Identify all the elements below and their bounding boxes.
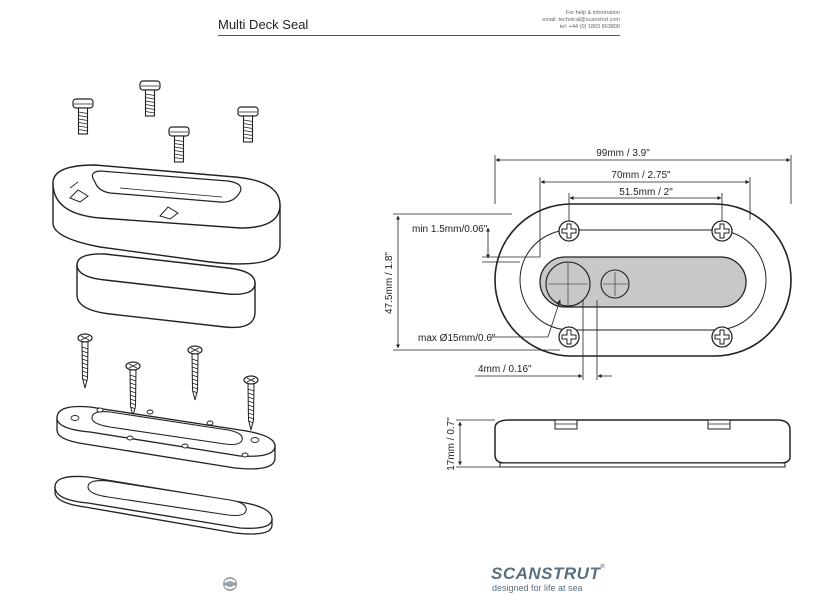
screw-head-icon (711, 326, 733, 348)
dim-depth: 17mm / 0.7" (446, 417, 457, 471)
wood-screw (243, 375, 259, 431)
help-line-1: For help & information (565, 10, 620, 16)
bottom-gasket (54, 475, 273, 535)
wood-screw (187, 345, 203, 401)
wood-screw (77, 333, 93, 389)
dim-overall-width: 99mm / 3.9" (596, 148, 650, 159)
screw-head-icon (558, 220, 580, 242)
side-view (494, 419, 791, 468)
dim-slot-length: 51.5mm / 2" (619, 187, 673, 198)
machine-screw (168, 126, 190, 163)
dim-height: 47.5mm / 1.8" (384, 252, 395, 314)
cable-slot (539, 256, 747, 308)
scanstrut-mark-icon (223, 577, 237, 591)
dim-min-cable: min 1.5mm/0.06" (412, 224, 488, 235)
machine-screw (72, 98, 94, 135)
screw-head-icon (558, 326, 580, 348)
inner-outline (519, 229, 767, 331)
screw-head-side (707, 419, 731, 430)
header-rule (218, 35, 620, 36)
screw-head-side (554, 419, 578, 430)
help-info: For help & information email: technical@… (480, 10, 620, 31)
wood-screw (125, 361, 141, 417)
help-email: email: technical@scanstrut.com (542, 17, 620, 23)
base-plate (56, 405, 276, 470)
top-cover (52, 164, 281, 265)
help-phone: tel: +44 (0) 1803 863800 (559, 24, 620, 30)
brand-logo: SCANSTRUT® (491, 564, 606, 583)
dimension-lines (393, 155, 792, 380)
dim-wall: 4mm / 0.16" (478, 364, 532, 375)
side-dimension (456, 419, 500, 468)
top-view (494, 203, 792, 357)
dim-max-cable: max Ø15mm/0.6" (418, 333, 496, 344)
document-title: Multi Deck Seal (218, 17, 309, 32)
machine-screw (139, 80, 161, 117)
dim-hole-spacing: 70mm / 2.75" (611, 170, 671, 181)
exploded-view (52, 80, 281, 535)
brand-tagline: designed for life at sea (492, 583, 583, 593)
screw-head-icon (711, 220, 733, 242)
machine-screw (237, 106, 259, 143)
gasket (76, 253, 256, 329)
